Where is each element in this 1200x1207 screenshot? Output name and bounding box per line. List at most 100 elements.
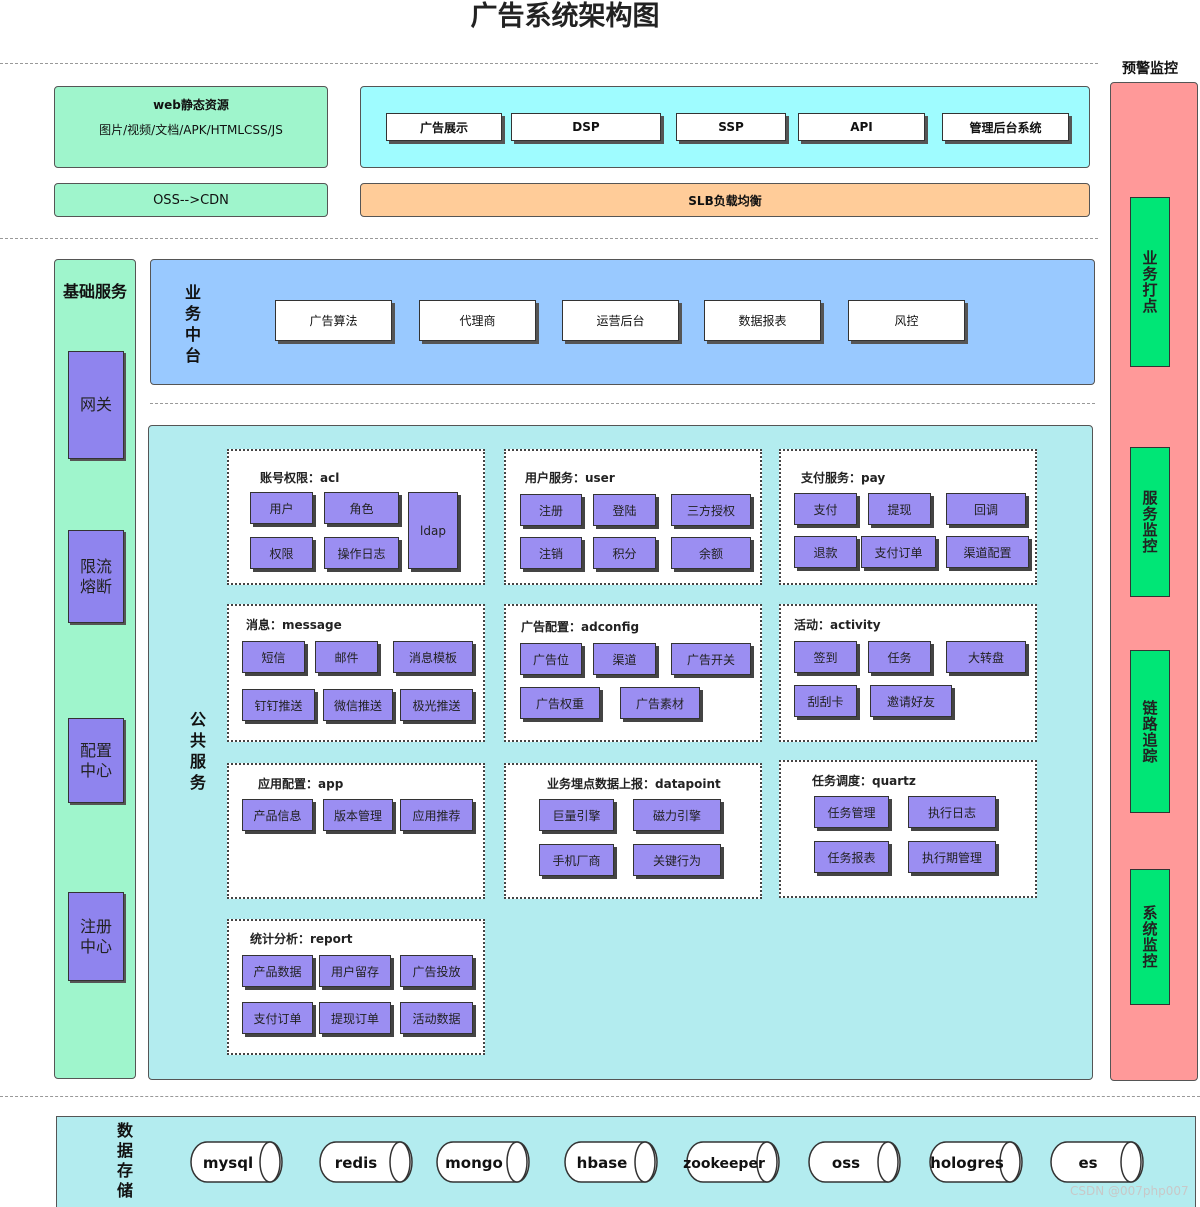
monitor-trace: 链路追踪 <box>1130 650 1170 813</box>
web-static-subtitle: 图片/视频/文档/APK/HTMLCSS/JS <box>99 123 283 137</box>
service-item: 渠道配置 <box>946 536 1029 568</box>
group-datapoint: 业务埋点数据上报：datapoint 巨量引擎 磁力引擎 手机厂商 关键行为 <box>504 763 762 899</box>
service-item: 支付 <box>794 493 857 525</box>
monitor-business-tracking: 业务打点 <box>1130 197 1170 367</box>
watermark: CSDN @007php007 <box>1070 1184 1189 1198</box>
separator-top <box>0 63 1098 64</box>
service-item: 渠道 <box>593 643 656 675</box>
group-title: 业务埋点数据上报：datapoint <box>547 777 721 791</box>
cylinder-es: es <box>1050 1141 1144 1183</box>
business-platform-panel: 业务中台 广告算法 代理商 运营后台 数据报表 风控 <box>150 259 1095 385</box>
oss-cdn-panel: OSS-->CDN <box>54 183 328 217</box>
service-item: 关键行为 <box>633 844 721 876</box>
storage-label: hologres <box>930 1154 1004 1172</box>
group-report: 统计分析：report 产品数据 用户留存 广告投放 支付订单 提现订单 活动数… <box>227 919 485 1055</box>
slb-panel: SLB负载均衡 <box>360 183 1090 217</box>
page-title: 广告系统架构图 <box>470 1 660 32</box>
cylinder-mysql: mysql <box>190 1141 283 1183</box>
platform-risk-control: 风控 <box>848 300 965 341</box>
service-item: 大转盘 <box>946 641 1026 673</box>
service-item: ldap <box>408 492 458 569</box>
service-item: 应用推荐 <box>400 799 473 831</box>
monitor-system: 系统监控 <box>1130 869 1170 1005</box>
service-item: 广告位 <box>520 643 582 675</box>
service-item: 产品数据 <box>242 955 313 987</box>
cylinder-hbase: hbase <box>564 1141 658 1183</box>
group-title: 消息：message <box>246 618 342 632</box>
service-item: 余额 <box>671 537 751 569</box>
group-title: 广告配置：adconfig <box>521 620 640 634</box>
config-center: 配置中心 <box>68 718 124 803</box>
service-item: 广告权重 <box>520 687 600 719</box>
group-acl: 账号权限：acl 用户 角色 权限 操作日志 ldap <box>227 449 485 585</box>
service-item: 执行日志 <box>908 796 996 828</box>
storage-label: hbase <box>577 1154 628 1172</box>
service-item: 支付订单 <box>861 536 936 568</box>
service-item: 刮刮卡 <box>794 685 857 717</box>
group-title: 账号权限：acl <box>260 471 340 485</box>
service-item: 登陆 <box>593 494 656 526</box>
gateway: 网关 <box>68 351 124 459</box>
cylinder-hologres: hologres <box>929 1141 1023 1183</box>
group-title: 任务调度：quartz <box>812 774 916 788</box>
service-item: 钉钉推送 <box>242 689 315 721</box>
service-item: 退款 <box>794 536 857 568</box>
service-item: 邀请好友 <box>870 685 952 717</box>
entry-admin: 管理后台系统 <box>942 113 1069 141</box>
platform-ad-algorithm: 广告算法 <box>275 300 392 341</box>
entry-ssp: SSP <box>676 113 786 141</box>
group-title: 用户服务：user <box>525 471 615 485</box>
group-activity: 活动：activity 签到 任务 大转盘 刮刮卡 邀请好友 <box>779 604 1037 742</box>
service-item: 消息模板 <box>393 641 473 673</box>
service-item: 注销 <box>520 537 582 569</box>
service-item: 版本管理 <box>323 799 393 831</box>
service-item: 手机厂商 <box>539 844 614 876</box>
service-item: 用户 <box>250 492 313 524</box>
storage-label: mongo <box>445 1154 503 1172</box>
cylinder-mongo: mongo <box>436 1141 530 1183</box>
storage-title: 数据存储 <box>116 1121 133 1200</box>
service-item: 用户留存 <box>319 955 391 987</box>
service-item: 磁力引擎 <box>633 799 721 831</box>
storage-label: mysql <box>203 1154 253 1172</box>
service-item: 活动数据 <box>400 1002 473 1034</box>
service-item: 执行期管理 <box>908 841 996 873</box>
monitor-panel: 业务打点 服务监控 链路追踪 系统监控 <box>1110 82 1198 1081</box>
base-services-title: 基础服务 <box>62 282 127 301</box>
group-user: 用户服务：user 注册 登陆 三方授权 注销 积分 余额 <box>504 449 762 585</box>
service-item: 任务报表 <box>814 841 889 873</box>
storage-label: redis <box>335 1154 377 1172</box>
group-adconfig: 广告配置：adconfig 广告位 渠道 广告开关 广告权重 广告素材 <box>504 604 762 742</box>
group-title: 支付服务：pay <box>801 471 886 485</box>
cylinder-redis: redis <box>319 1141 413 1183</box>
entry-api: API <box>798 113 925 141</box>
platform-agent: 代理商 <box>419 300 536 341</box>
storage-label: zookeeper <box>683 1156 765 1172</box>
platform-operations: 运营后台 <box>562 300 679 341</box>
public-services-title: 公共服务 <box>189 710 206 792</box>
registry-center: 注册中心 <box>68 892 124 981</box>
service-item: 提现订单 <box>319 1002 391 1034</box>
group-title: 活动：activity <box>794 618 881 632</box>
business-platform-title: 业务中台 <box>184 283 201 365</box>
storage-label: es <box>1078 1154 1097 1172</box>
service-item: 积分 <box>593 537 656 569</box>
service-item: 广告投放 <box>400 955 473 987</box>
service-item: 操作日志 <box>324 537 399 569</box>
service-item: 提现 <box>868 493 931 525</box>
service-item: 角色 <box>324 492 399 524</box>
service-item: 短信 <box>242 641 305 673</box>
separator-middle <box>0 238 1098 239</box>
group-message: 消息：message 短信 邮件 消息模板 钉钉推送 微信推送 极光推送 <box>227 604 485 742</box>
service-item: 签到 <box>794 641 857 673</box>
service-item: 回调 <box>946 493 1026 525</box>
monitor-service: 服务监控 <box>1130 447 1170 597</box>
group-quartz: 任务调度：quartz 任务管理 执行日志 任务报表 执行期管理 <box>779 760 1037 898</box>
rate-limit-circuit-breaker: 限流熔断 <box>68 530 124 623</box>
separator-platform <box>150 403 1095 404</box>
entry-ad-display: 广告展示 <box>386 113 502 141</box>
service-item: 广告开关 <box>671 643 751 675</box>
entry-panel: 广告展示 DSP SSP API 管理后台系统 <box>360 86 1090 168</box>
service-item: 产品信息 <box>242 799 313 831</box>
